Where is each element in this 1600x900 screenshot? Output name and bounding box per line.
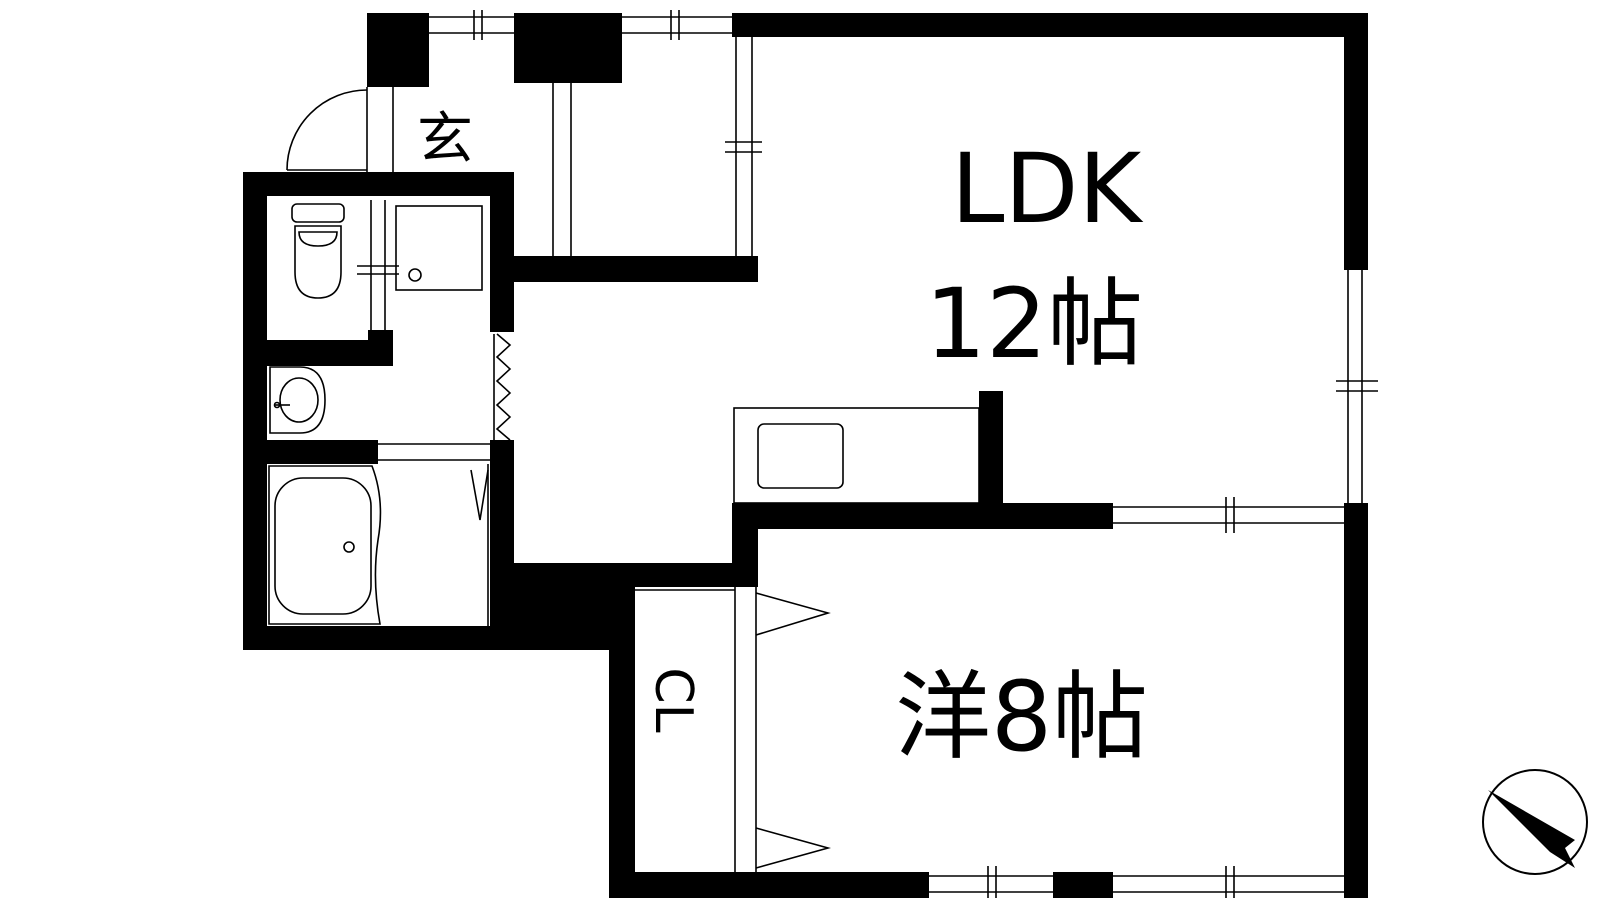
entrance-door-swing — [286, 89, 368, 171]
wall-ldk-top — [732, 13, 1368, 37]
wash-basin-icon — [269, 366, 326, 434]
ldk-size-label: 12帖 — [925, 268, 1143, 380]
windows — [357, 10, 1378, 898]
accordion-door — [495, 333, 512, 441]
fixtures — [268, 89, 980, 869]
wall-right-upper — [1344, 13, 1368, 270]
wall-bottom-right — [1344, 872, 1368, 898]
entrance-label: 玄 — [417, 107, 473, 172]
walls — [243, 13, 1368, 898]
wall-toilet-right-stub — [368, 330, 393, 366]
wall-wet-right-upper — [490, 172, 514, 332]
wall-ldk-bedroom — [732, 503, 1113, 529]
wall-bedroom-left — [609, 587, 635, 898]
kitchen-counter — [733, 407, 980, 504]
compass-north-arrow-icon — [1482, 769, 1588, 875]
wall-hall-top — [514, 256, 758, 282]
wall-kitchen-divider — [979, 391, 1003, 513]
wall-bath-top — [243, 440, 378, 464]
bathtub-icon — [268, 465, 382, 625]
wall-bottom-left — [609, 872, 929, 898]
toilet-icon — [291, 203, 345, 299]
washing-machine-icon — [395, 205, 483, 291]
ldk-name-label: LDK — [951, 133, 1143, 245]
wall-entrance-pillar — [367, 13, 429, 87]
wall-right-lower — [1344, 503, 1368, 898]
western-room-label: 洋8帖 — [895, 661, 1148, 773]
closet-label: CL — [643, 667, 703, 732]
wall-wet-top — [243, 172, 514, 196]
wall-bottom-mid — [1053, 872, 1113, 898]
wall-top-pillar — [514, 13, 622, 83]
wall-wet-left — [243, 172, 267, 650]
wall-wet-right-lower — [490, 440, 514, 650]
